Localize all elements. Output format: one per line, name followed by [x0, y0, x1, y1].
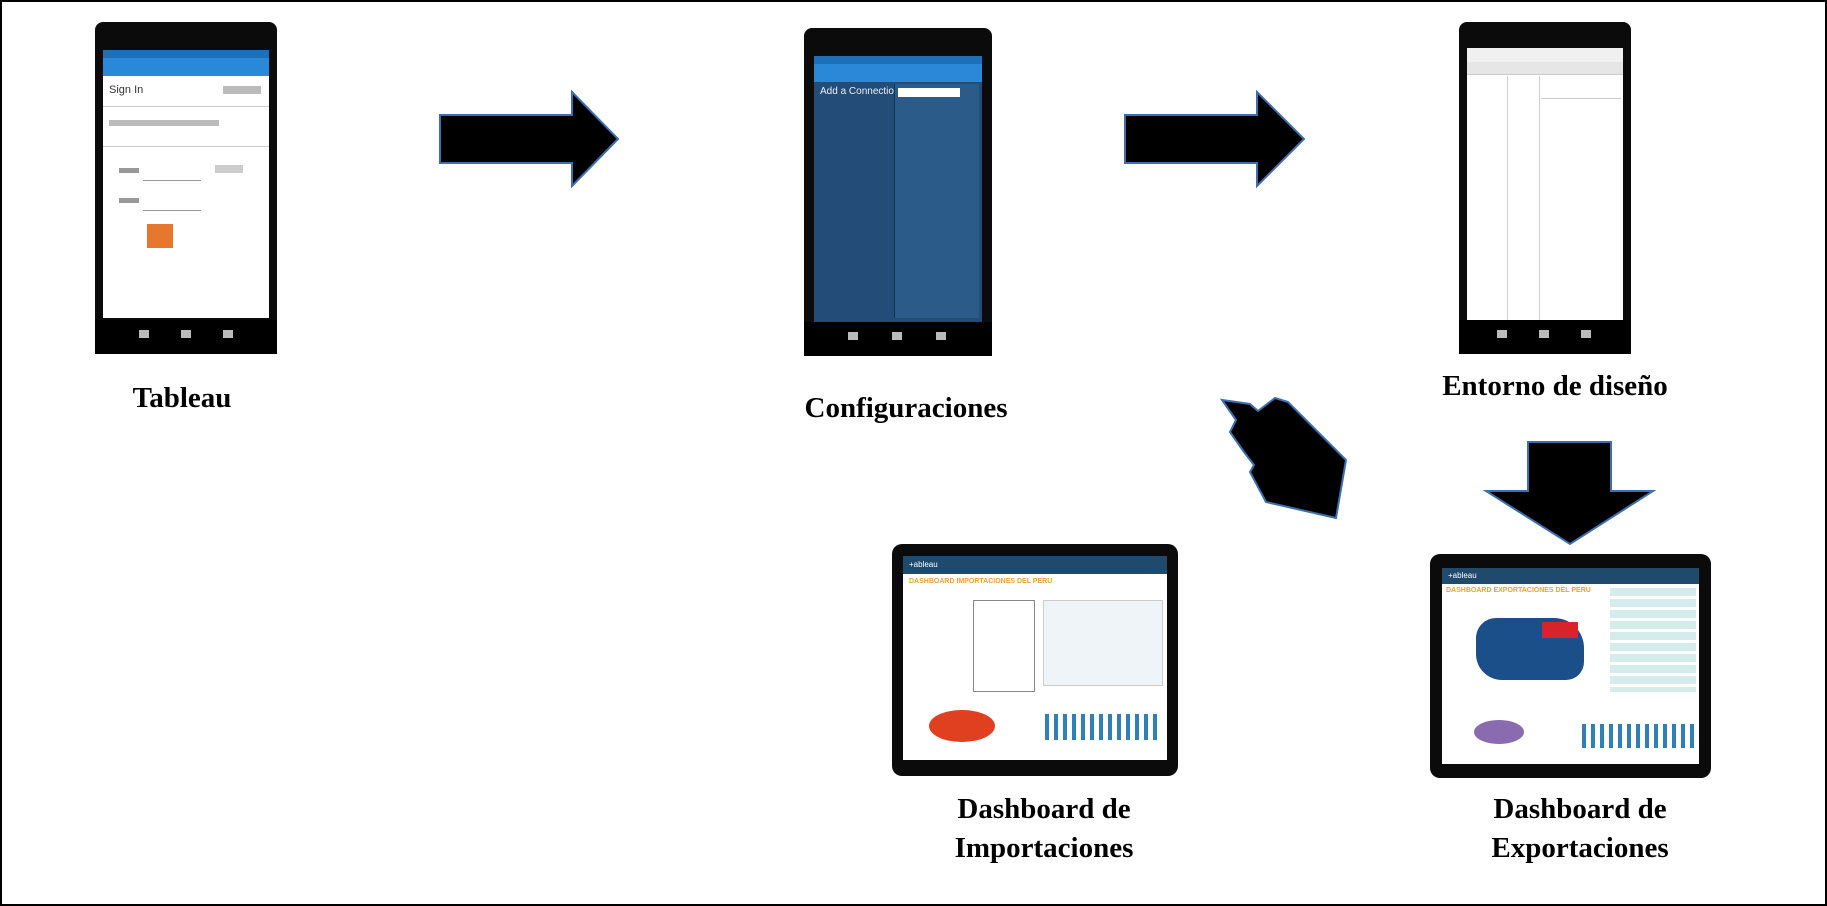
label-entorno: Entorno de diseño: [1442, 370, 1668, 402]
sign-in-button[interactable]: [147, 224, 173, 248]
exp-dashboard-title: DASHBOARD EXPORTACIONES DEL PERU: [1446, 587, 1591, 594]
imp-table: [973, 600, 1035, 692]
recents-icon: [223, 330, 233, 338]
phone-configuraciones: Add a Connection: [804, 28, 992, 356]
tableau-brand: +ableau: [909, 560, 938, 569]
imp-line-chart: [1043, 600, 1163, 686]
canvas: [1541, 78, 1621, 99]
app-bar: [814, 64, 982, 82]
exp-map-highlight: [1542, 622, 1578, 638]
signin-title: Sign In: [109, 84, 144, 96]
imp-pie-chart: [929, 710, 995, 742]
exp-pie-chart: [1474, 720, 1524, 744]
tableau-header: [903, 556, 1167, 574]
username-field[interactable]: [143, 162, 201, 181]
android-nav-bar: [95, 320, 277, 354]
imp-bar-chart: [1045, 714, 1159, 740]
recents-icon: [936, 332, 946, 340]
home-icon: [892, 332, 902, 340]
data-pane: [1467, 76, 1508, 326]
connection-list: [894, 84, 979, 318]
label-importaciones-line2: Importaciones: [954, 832, 1134, 864]
password-field[interactable]: [143, 192, 201, 211]
tablet-exportaciones: +ableau DASHBOARD EXPORTACIONES DEL PERU: [1430, 554, 1711, 778]
home-icon: [1539, 330, 1549, 338]
tableau-header: [1442, 568, 1699, 584]
label-importaciones-line1: Dashboard de: [957, 793, 1131, 825]
tableau-brand: +ableau: [1448, 571, 1477, 580]
android-nav-bar: [1459, 320, 1631, 354]
imp-dashboard-screen: +ableau DASHBOARD IMPORTACIONES DEL PERU: [903, 556, 1167, 760]
exp-dashboard-screen: +ableau DASHBOARD EXPORTACIONES DEL PERU: [1442, 568, 1699, 764]
tablet-importaciones: +ableau DASHBOARD IMPORTACIONES DEL PERU: [892, 544, 1178, 776]
label-exportaciones-line1: Dashboard de: [1493, 793, 1667, 825]
exp-bar-chart: [1582, 724, 1694, 748]
add-connection-title: Add a Connection: [820, 86, 900, 97]
tableau-logo-icon: [223, 86, 261, 94]
app-bar: [103, 58, 269, 76]
android-nav-bar: [804, 322, 992, 356]
label-tableau: Tableau: [132, 382, 232, 414]
label-configuraciones: Configuraciones: [804, 392, 1008, 424]
signin-screen: Sign In: [103, 50, 269, 318]
shelves-pane: [1509, 76, 1540, 326]
label-exportaciones-line2: Exportaciones: [1491, 832, 1669, 864]
back-icon: [139, 330, 149, 338]
connection-screen: Add a Connection: [814, 56, 982, 326]
back-icon: [848, 332, 858, 340]
design-screen: [1467, 48, 1623, 332]
home-icon: [181, 330, 191, 338]
imp-dashboard-title: DASHBOARD IMPORTACIONES DEL PERU: [909, 578, 1053, 585]
phone-entorno: [1459, 22, 1631, 354]
recents-icon: [1581, 330, 1591, 338]
exp-country-table: [1610, 588, 1696, 692]
phone-signin: Sign In: [95, 22, 277, 354]
back-icon: [1497, 330, 1507, 338]
